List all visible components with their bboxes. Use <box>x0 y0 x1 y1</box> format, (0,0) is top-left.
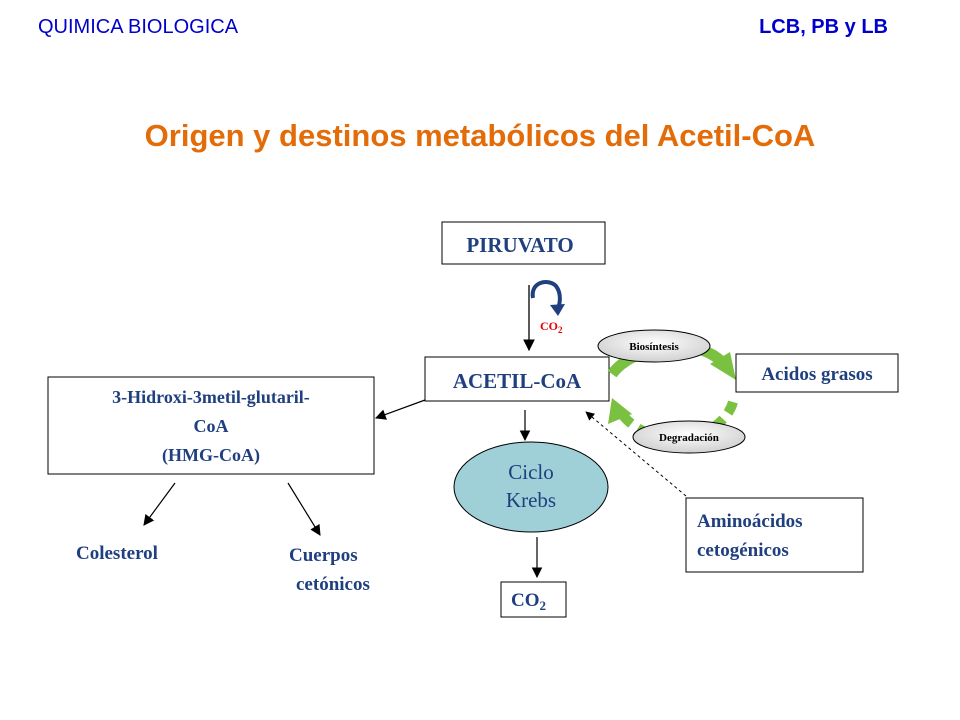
aminoacidos-line2: cetogénicos <box>697 540 789 561</box>
arrow-aminoacidos-to-acetil <box>585 411 687 497</box>
acetil-coa-label: ACETIL-CoA <box>453 369 582 393</box>
course-name: QUIMICA BIOLOGICA <box>38 16 239 38</box>
acidos-grasos-label: Acidos grasos <box>761 364 872 385</box>
hmg-coa-line1: 3-Hidroxi-3metil-glutaril- <box>112 387 310 407</box>
ciclo-krebs-node: Ciclo Krebs <box>453 441 609 533</box>
piruvato-node: PIRUVATO <box>441 221 606 265</box>
cuerpos-line2: cetónicos <box>296 574 370 595</box>
co2-node: CO2 <box>500 581 567 618</box>
hmg-coa-node: 3-Hidroxi-3metil-glutaril- CoA (HMG-CoA) <box>47 376 375 475</box>
slide-title: Origen y destinos metabólicos del Acetil… <box>144 118 816 153</box>
hmg-coa-line3: (HMG-CoA) <box>162 445 260 466</box>
piruvato-label: PIRUVATO <box>466 233 573 257</box>
co2-release-label: CO2 <box>540 319 563 335</box>
krebs-line1: Ciclo <box>508 460 554 484</box>
colesterol-label: Colesterol <box>76 543 158 564</box>
co2-release-arrow <box>530 280 565 316</box>
biosintesis-label: Biosíntesis <box>629 341 679 353</box>
arrow-hmg-to-cuerpos <box>287 482 321 536</box>
arrow-hmg-to-colesterol <box>143 482 176 526</box>
degradacion-label-node: Degradación <box>632 420 746 454</box>
course-authors: LCB, PB y LB <box>759 16 888 38</box>
acidos-grasos-node: Acidos grasos <box>735 353 899 393</box>
degradacion-label: Degradación <box>659 432 719 444</box>
aminoacidos-line1: Aminoácidos <box>697 511 803 532</box>
biosintesis-label-node: Biosíntesis <box>597 329 711 363</box>
cuerpos-line1: Cuerpos <box>289 545 358 566</box>
arrow-acetil-to-hmg <box>374 399 426 420</box>
aminoacidos-node: Aminoácidos cetogénicos <box>685 497 864 573</box>
acetil-coa-node: ACETIL-CoA <box>424 356 610 402</box>
hmg-coa-line2: CoA <box>194 416 229 436</box>
co2-box-label: CO2 <box>511 590 546 613</box>
krebs-line2: Krebs <box>506 488 556 512</box>
